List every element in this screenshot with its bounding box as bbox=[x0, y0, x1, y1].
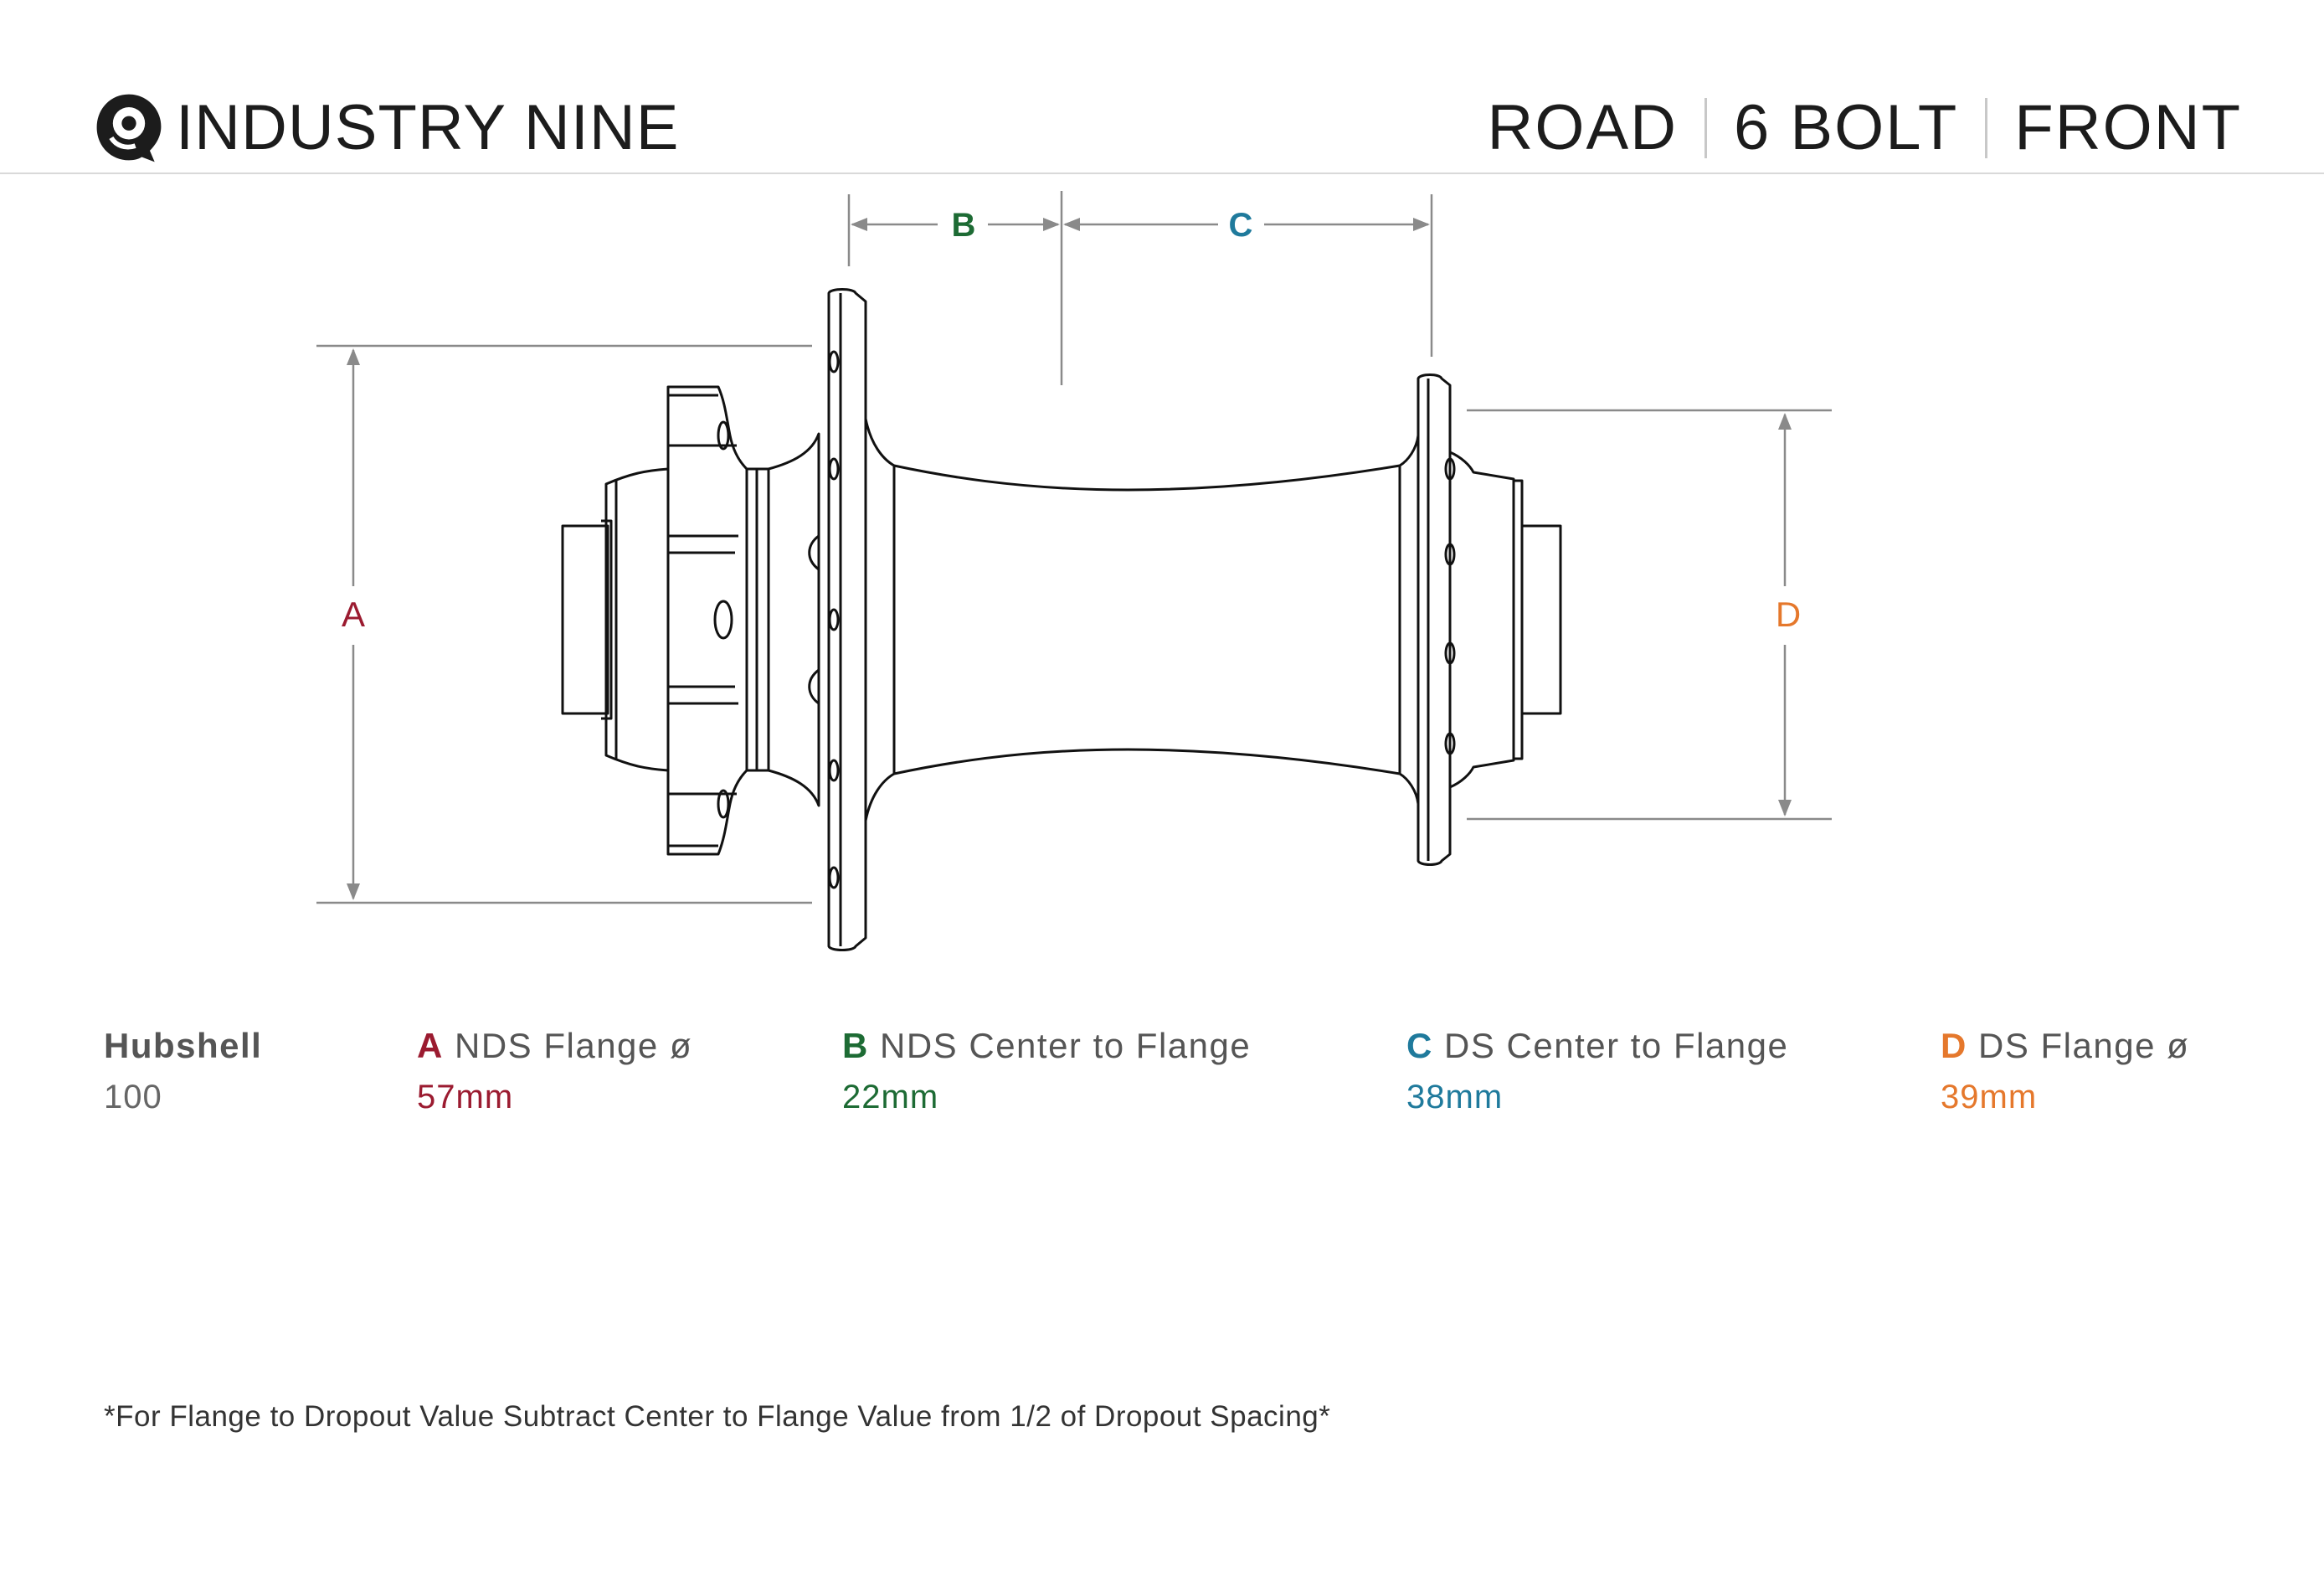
spoke-hole bbox=[828, 608, 840, 631]
spoke-hole bbox=[1444, 543, 1456, 566]
spec-b-letter: B bbox=[842, 1026, 869, 1065]
dimension-c-letter: C bbox=[1229, 207, 1253, 244]
brand: INDUSTRY NINE bbox=[89, 90, 679, 166]
dimension-b-c bbox=[847, 191, 1433, 385]
spec-a-label: A NDS Flange ø bbox=[417, 1026, 693, 1065]
footnote: *For Flange to Dropout Value Subtract Ce… bbox=[104, 1400, 1331, 1433]
hub-body-top bbox=[893, 464, 1401, 492]
bolt-hole bbox=[717, 420, 730, 451]
spec-hubshell: Hubshell 100 bbox=[104, 1026, 263, 1116]
spec-d-letter: D bbox=[1941, 1026, 1967, 1065]
spec-a-letter: A bbox=[417, 1026, 444, 1065]
dimension-d-letter: D bbox=[1776, 595, 1801, 634]
spec-b-text: NDS Center to Flange bbox=[868, 1026, 1252, 1065]
dimension-b-letter: B bbox=[952, 207, 976, 244]
product-bolt: 6 BOLT bbox=[1734, 92, 1959, 163]
brand-name: INDUSTRY NINE bbox=[176, 92, 680, 163]
spec-table: Hubshell 100 A NDS Flange ø 57mm B NDS C… bbox=[0, 1026, 2324, 1144]
nds-spoke-notch bbox=[808, 534, 820, 571]
spoke-hole bbox=[828, 759, 840, 782]
title-divider bbox=[1704, 98, 1708, 158]
spoke-hole bbox=[828, 866, 840, 889]
product-position: FRONT bbox=[2014, 92, 2242, 163]
spec-c-letter: C bbox=[1406, 1026, 1433, 1065]
ds-end-cap bbox=[1520, 524, 1562, 715]
title-divider bbox=[1985, 98, 1988, 158]
hub-body-bottom bbox=[893, 748, 1401, 775]
spec-a-text: NDS Flange ø bbox=[443, 1026, 693, 1065]
nds-end-cap bbox=[561, 524, 609, 715]
spoke-hole bbox=[828, 457, 840, 481]
spec-d-label: D DS Flange ø bbox=[1941, 1026, 2190, 1065]
spec-c-label: C DS Center to Flange bbox=[1406, 1026, 1789, 1065]
ds-body-fillet bbox=[1399, 434, 1420, 806]
dimension-a-letter: A bbox=[342, 595, 365, 634]
nds-flange bbox=[827, 288, 867, 951]
spec-d-value: 39mm bbox=[1941, 1079, 2038, 1116]
spec-d-text: DS Flange ø bbox=[1967, 1026, 2190, 1065]
spec-hubshell-label: Hubshell bbox=[104, 1026, 263, 1065]
ds-flange bbox=[1417, 373, 1452, 866]
spec-c-text: DS Center to Flange bbox=[1432, 1026, 1789, 1065]
spec-b-label: B NDS Center to Flange bbox=[842, 1026, 1252, 1065]
spec-hubshell-value: 100 bbox=[104, 1079, 162, 1116]
rotor-mount bbox=[666, 385, 748, 856]
spec-b: B NDS Center to Flange 22mm bbox=[842, 1026, 1252, 1116]
product-title: ROAD 6 BOLT FRONT bbox=[1487, 90, 2242, 166]
spec-a: A NDS Flange ø 57mm bbox=[417, 1026, 693, 1116]
spec-a-value: 57mm bbox=[417, 1079, 514, 1116]
dimension-a bbox=[316, 344, 812, 904]
spoke-hole bbox=[1444, 732, 1456, 755]
header: INDUSTRY NINE ROAD 6 BOLT FRONT bbox=[0, 0, 2324, 174]
spoke-hole bbox=[1444, 457, 1456, 481]
spec-c-value: 38mm bbox=[1406, 1079, 1504, 1116]
industry-nine-logo-icon bbox=[96, 94, 162, 162]
nds-flange-taper bbox=[767, 432, 820, 807]
bolt-hole bbox=[717, 789, 730, 819]
ds-bearing-housing bbox=[1449, 451, 1515, 789]
nds-body-fillet bbox=[864, 418, 896, 822]
spec-c: C DS Center to Flange 38mm bbox=[1406, 1026, 1789, 1116]
product-type: ROAD bbox=[1487, 92, 1679, 163]
hub-drawing: A D B C bbox=[316, 191, 1832, 951]
nds-spoke-notch bbox=[808, 668, 820, 705]
bolt-hole bbox=[713, 600, 733, 640]
spec-b-value: 22mm bbox=[842, 1079, 939, 1116]
spec-d: D DS Flange ø 39mm bbox=[1941, 1026, 2190, 1116]
spoke-hole bbox=[1444, 641, 1456, 665]
spoke-hole bbox=[828, 350, 840, 373]
hub-outline bbox=[561, 288, 1562, 951]
dimension-d bbox=[1467, 409, 1832, 821]
